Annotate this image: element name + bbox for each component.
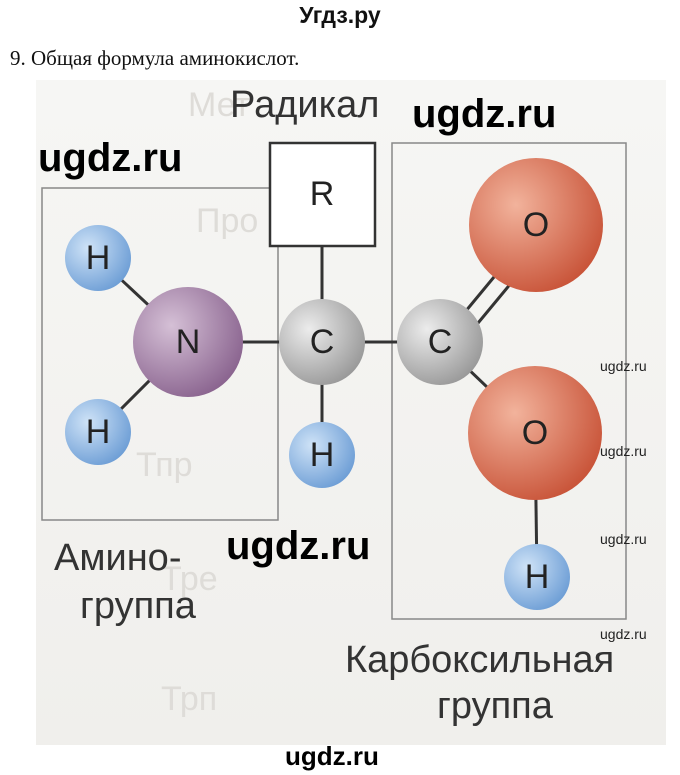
oxygen-hydroxyl-label: O <box>522 414 548 452</box>
watermark-top-left: ugdz.ru <box>38 136 183 180</box>
amino-caption-line2: группа <box>80 585 196 627</box>
watermark-small-1: ugdz.ru <box>600 358 647 374</box>
carbon-carboxyl-atom <box>397 299 483 385</box>
carbon-carboxyl-label: C <box>428 323 453 361</box>
nitrogen-atom <box>133 287 243 397</box>
ghost-text-4: Тре <box>161 560 218 598</box>
watermark-small-4: ugdz.ru <box>600 626 647 642</box>
question-text: 9. Общая формула аминокислот. <box>10 46 300 70</box>
watermark-bottom: ugdz.ru <box>285 741 379 771</box>
hydrogen-amino-top-label: H <box>86 239 111 277</box>
carboxyl-group-box <box>391 142 627 620</box>
amino-group-box <box>41 187 279 521</box>
watermark-middle: ugdz.ru <box>226 524 371 568</box>
oxygen-double-label: O <box>523 206 549 244</box>
ghost-text-1: Мет <box>188 86 251 124</box>
hydrogen-amino-bottom-label: H <box>86 413 111 451</box>
oxygen-double-atom <box>469 158 603 292</box>
radical-label: R <box>310 175 335 213</box>
hydrogen-hydroxyl-label: H <box>525 558 550 596</box>
radical-box <box>268 141 377 248</box>
ghost-text-5: Трп <box>161 680 218 718</box>
watermark-top-right: ugdz.ru <box>412 92 557 136</box>
ghost-text-3: Тпр <box>136 446 193 484</box>
oxygen-hydroxyl-atom <box>468 366 602 500</box>
watermark-small-3: ugdz.ru <box>600 531 647 547</box>
hydrogen-amino-bottom-atom <box>65 399 131 465</box>
hydrogen-alpha-atom <box>289 422 355 488</box>
watermark-small-2: ugdz.ru <box>600 443 647 459</box>
site-title: Угдз.ру <box>299 2 381 28</box>
radical-caption: Радикал <box>230 84 380 126</box>
carboxyl-caption-line1: Карбоксильная <box>345 639 615 681</box>
nitrogen-label: N <box>176 323 201 361</box>
amino-caption-line1: Амино- <box>54 537 182 579</box>
carbon-alpha-atom <box>279 299 365 385</box>
hydrogen-amino-top-atom <box>65 225 131 291</box>
carbon-alpha-label: C <box>310 323 335 361</box>
carboxyl-caption-line2: группа <box>437 685 553 727</box>
hydrogen-hydroxyl-atom <box>504 544 570 610</box>
ghost-text-2: Про <box>196 202 259 240</box>
hydrogen-alpha-label: H <box>310 436 335 474</box>
